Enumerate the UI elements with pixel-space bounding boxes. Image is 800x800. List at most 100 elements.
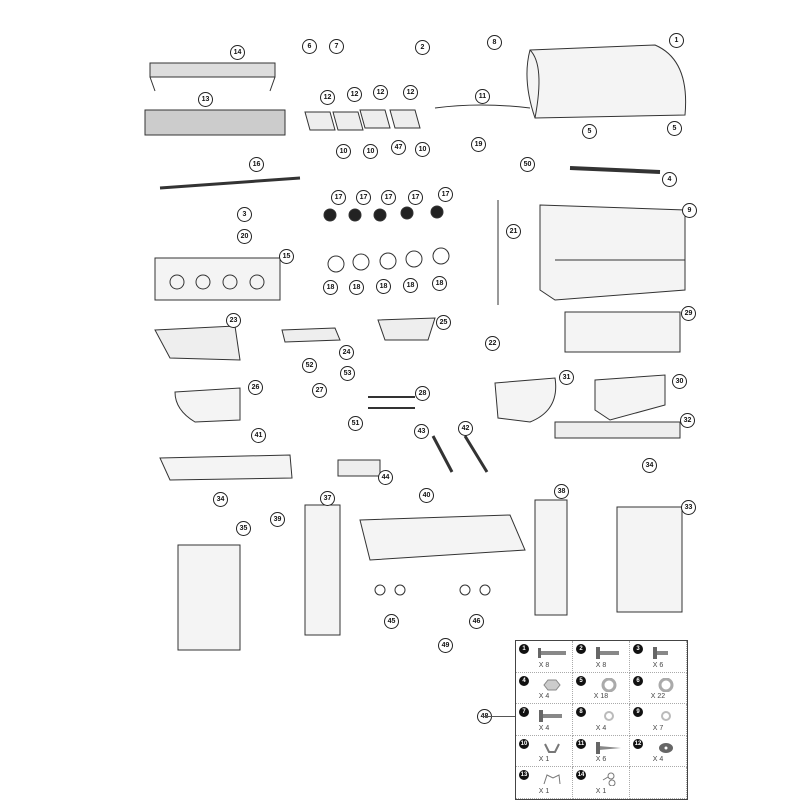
hardware-quantity: X 6	[595, 756, 607, 764]
hardware-number: 2	[576, 644, 586, 654]
handle-part	[569, 166, 661, 174]
hardware-item-9: 9 X 7	[630, 704, 687, 736]
wing-nut-icon	[544, 743, 560, 753]
rubber-washer-icon	[659, 742, 673, 753]
callout-33: 33	[681, 500, 696, 515]
callout-12: 12	[373, 85, 388, 100]
hardware-number: 12	[633, 738, 643, 749]
callout-18: 18	[432, 276, 447, 291]
callout-17: 17	[438, 187, 453, 202]
callout-1: 1	[669, 33, 684, 48]
hardware-quantity: X 6	[652, 661, 664, 669]
callout-41: 41	[251, 428, 266, 443]
callout-9: 9	[682, 203, 697, 218]
manifold-part	[159, 176, 301, 190]
callout-25: 25	[436, 315, 451, 330]
hardware-number: 10	[519, 738, 529, 749]
callout-3: 3	[237, 207, 252, 222]
key-ring-icon	[602, 772, 616, 787]
callout-53: 53	[340, 366, 355, 381]
callout-27: 27	[312, 383, 327, 398]
long-bolt-icon	[538, 648, 566, 658]
callout-52: 52	[302, 358, 317, 373]
callout-18: 18	[403, 278, 418, 293]
callout-11: 11	[475, 89, 490, 104]
hex-nut-icon	[543, 679, 561, 691]
callout-17: 17	[331, 190, 346, 205]
warming-rack-part	[149, 62, 276, 92]
callout-17: 17	[356, 190, 371, 205]
side-shelf-part	[174, 374, 681, 439]
casters-part	[374, 584, 491, 596]
bolt-icon	[539, 710, 562, 723]
callout-18: 18	[323, 280, 338, 295]
callout-20: 20	[237, 229, 252, 244]
hardware-number: 11	[576, 738, 586, 749]
hardware-number: 14	[576, 770, 586, 781]
hardware-number: 9	[633, 707, 643, 718]
callout-49: 49	[438, 638, 453, 653]
callout-7: 7	[329, 39, 344, 54]
callout-42: 42	[458, 421, 473, 436]
callout-29: 29	[681, 306, 696, 321]
hardware-quantity: X 7	[652, 724, 664, 732]
hardware-quantity: X 8	[595, 661, 607, 669]
back-panel-part	[564, 311, 681, 353]
callout-17: 17	[381, 190, 396, 205]
leader-line-48	[483, 716, 515, 717]
callout-19: 19	[471, 137, 486, 152]
callout-26: 26	[248, 380, 263, 395]
empty-cell	[630, 767, 687, 799]
callout-31: 31	[559, 370, 574, 385]
callout-43: 43	[414, 424, 429, 439]
knobs-part	[323, 205, 444, 222]
callout-34: 34	[213, 492, 228, 507]
grease-rack-part	[368, 396, 415, 409]
side-burner-part	[154, 317, 436, 361]
hardware-quantity: X 22	[650, 693, 666, 701]
callout-46: 46	[469, 614, 484, 629]
callout-16: 16	[249, 157, 264, 172]
small-washer-icon	[661, 711, 671, 722]
control-panel-part	[154, 257, 281, 301]
clip-icon	[543, 774, 561, 785]
bezels-part	[327, 247, 450, 273]
callout-35: 35	[236, 521, 251, 536]
hardware-number: 13	[519, 770, 529, 781]
callout-37: 37	[320, 491, 335, 506]
callout-50: 50	[520, 157, 535, 172]
hardware-quantity: X 4	[538, 693, 550, 701]
lid-part	[526, 44, 687, 119]
callout-24: 24	[339, 345, 354, 360]
hardware-number: 7	[519, 707, 529, 718]
callout-15: 15	[279, 249, 294, 264]
callout-47: 47	[391, 140, 406, 155]
supports-part	[431, 435, 489, 473]
callout-23: 23	[226, 313, 241, 328]
callout-14: 14	[230, 45, 245, 60]
flame-tamers-part	[304, 109, 421, 131]
bolt-icon	[596, 647, 619, 659]
callout-10: 10	[336, 144, 351, 159]
callout-10: 10	[415, 142, 430, 157]
bottom-shelf-part	[159, 454, 526, 561]
callout-10: 10	[363, 144, 378, 159]
callout-44: 44	[378, 470, 393, 485]
callout-12: 12	[320, 90, 335, 105]
callout-22: 22	[485, 336, 500, 351]
callout-38: 38	[554, 484, 569, 499]
callout-4: 4	[662, 172, 677, 187]
